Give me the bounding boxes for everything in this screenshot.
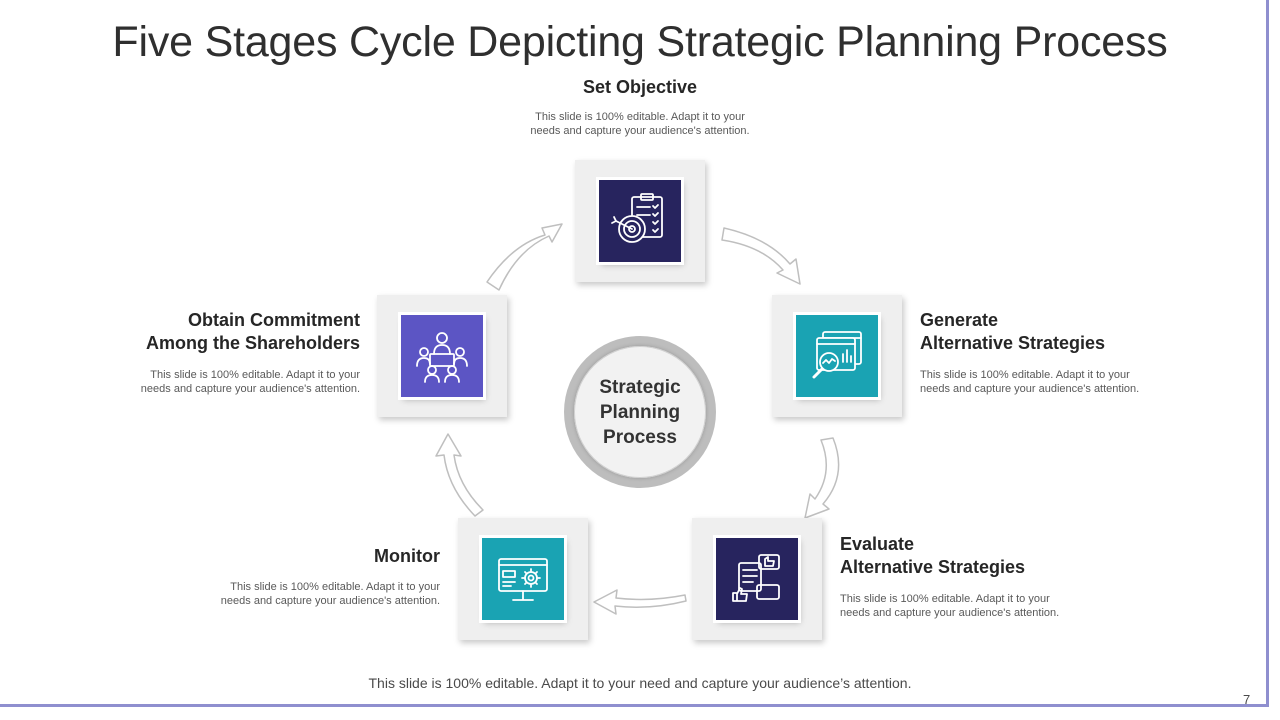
stage-2-icon-box	[796, 315, 878, 397]
stage-5-desc: This slide is 100% editable. Adapt it to…	[140, 369, 360, 395]
meeting-icon	[416, 332, 468, 383]
arrow-2-to-3	[804, 437, 840, 519]
arrow-4-to-5	[435, 433, 484, 517]
center-label: Strategic Planning Process	[599, 376, 681, 448]
monitor-settings-icon	[498, 558, 548, 601]
page-number: 7	[1243, 692, 1251, 707]
stage-1-desc: This slide is 100% editable. Adapt it to…	[530, 111, 750, 137]
feedback-icon	[732, 554, 780, 602]
stage-1-icon-box	[599, 180, 681, 262]
stage-2-desc: This slide is 100% editable. Adapt it to…	[920, 369, 1140, 395]
stage-5-tile	[377, 295, 507, 417]
stage-1-tile	[575, 160, 705, 282]
stage-1-title: Set Objective	[582, 77, 698, 97]
stage-5-icon-box	[401, 315, 483, 397]
arrow-3-to-4	[593, 589, 687, 615]
stage-4-icon-box	[482, 538, 564, 620]
arrow-1-to-2	[721, 227, 801, 285]
stage-3-icon-box	[716, 538, 798, 620]
slide-title: Five Stages Cycle Depicting Strategic Pl…	[112, 18, 1168, 66]
target-checklist-icon	[611, 193, 663, 243]
stage-2-tile	[772, 295, 902, 417]
center-hub-inner: Strategic Planning Process	[574, 346, 706, 478]
arrow-5-to-1	[486, 223, 563, 291]
data-analysis-icon	[812, 331, 862, 379]
stage-4-desc: This slide is 100% editable. Adapt it to…	[220, 581, 440, 607]
stage-4-title: Monitor	[374, 546, 440, 566]
stage-3-tile	[692, 518, 822, 640]
stage-4-tile	[458, 518, 588, 640]
center-hub: Strategic Planning Process	[564, 336, 716, 488]
footer-note: This slide is 100% editable. Adapt it to…	[368, 675, 912, 691]
stage-3-desc: This slide is 100% editable. Adapt it to…	[840, 593, 1060, 619]
